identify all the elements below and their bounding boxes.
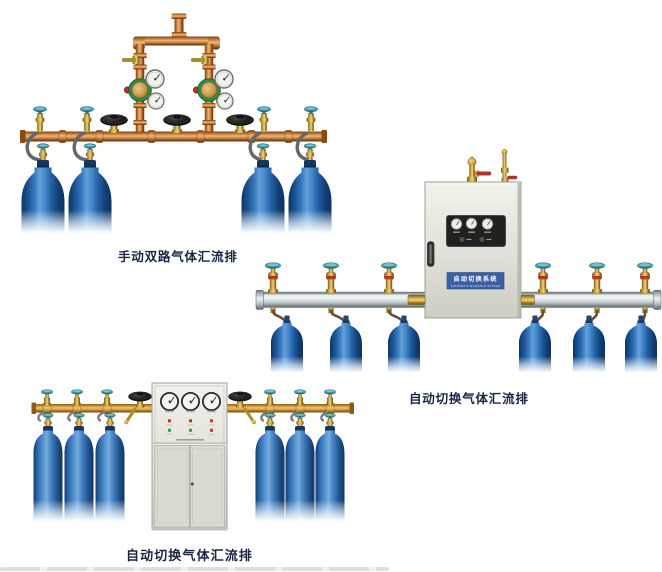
gauge (216, 92, 234, 110)
cylinder-valve (36, 143, 50, 161)
gas-cylinder (518, 320, 552, 375)
gas-cylinder (624, 320, 658, 375)
cylinder-valve (83, 143, 97, 161)
header-valve (32, 106, 48, 132)
cylinder-fitting (380, 262, 398, 294)
gas-cylinder (387, 320, 421, 375)
panel-knobs (459, 236, 492, 243)
gas-cylinder (287, 160, 333, 236)
pipe-stem-valve (40, 389, 54, 406)
header-valve (303, 106, 319, 132)
manifold-pipe-right (227, 404, 352, 413)
gas-cylinder (314, 426, 346, 524)
rail-end-cap (255, 289, 264, 310)
svg-text:AUTOMATIC MANIFOLD SYSTEM: AUTOMATIC MANIFOLD SYSTEM (451, 284, 501, 288)
pressure-regulator-right (193, 77, 222, 103)
pipe-stem-valve (323, 389, 337, 406)
cylinder-fitting (636, 262, 654, 294)
gas-cylinder (240, 160, 286, 236)
gauge (147, 92, 165, 110)
cylinder-valve (264, 412, 276, 429)
gauge (145, 69, 165, 89)
caption-auto-switch-wall: 自动切换气体汇流排 (409, 392, 529, 406)
connector-hose (67, 411, 76, 422)
hose (535, 309, 545, 322)
cabinet-gauges (159, 391, 221, 413)
hose (271, 309, 287, 322)
panel-gauge (450, 217, 494, 233)
control-cabinet: 自动切换系统 AUTOMATIC MANIFOLD SYSTEM (424, 181, 522, 319)
cylinder-fitting (588, 262, 606, 294)
gas-cylinder (20, 160, 66, 236)
bottom-divider (0, 566, 389, 571)
lever-left (122, 58, 136, 62)
connector-hose (320, 411, 329, 422)
inlet-pipe (174, 16, 184, 38)
hose (589, 309, 599, 322)
gas-cylinder (32, 426, 64, 524)
cabinet-top-valve-2 (501, 149, 518, 182)
valve-lever (125, 407, 137, 423)
lever-right (191, 58, 205, 62)
connector-hose (97, 411, 106, 422)
cylinder-fitting (322, 262, 340, 294)
gas-cylinder (94, 426, 126, 524)
pipe-stem-valve (263, 389, 277, 406)
gas-cylinder (572, 320, 606, 375)
pigtail-hose (25, 131, 43, 162)
cabinet-doors (154, 445, 225, 528)
figure-manual-dual-manifold (20, 13, 333, 236)
gas-cylinder (329, 320, 363, 375)
hose (387, 309, 404, 322)
gauge (214, 69, 234, 89)
rail-union (520, 294, 535, 305)
connector-hose (37, 411, 46, 422)
rail-end-cap (653, 289, 662, 310)
manifold-pipe-left (33, 404, 152, 413)
gas-cylinder (254, 426, 286, 524)
cylinder-valve (42, 412, 54, 429)
valve-lever (243, 407, 255, 423)
header-valve (79, 106, 95, 132)
cabinet-label: 自动切换系统 AUTOMATIC MANIFOLD SYSTEM (446, 272, 505, 290)
rail-union (407, 294, 426, 305)
gas-cylinder (270, 320, 304, 375)
handwheel-valve (100, 114, 128, 134)
pigtail-hose (248, 131, 266, 162)
indicator-lights (166, 419, 215, 435)
floor-cabinet (151, 382, 228, 531)
cylinder-fitting (264, 262, 282, 294)
cylinder-valve (324, 412, 336, 429)
pipe-stem-valve (293, 389, 307, 406)
cylinder-valve (294, 412, 306, 429)
svg-text:自动切换系统: 自动切换系统 (453, 275, 497, 283)
caption-manual-dual-manifold: 手动双路气体汇流排 (118, 250, 238, 264)
connector-hose (260, 411, 269, 422)
figure-auto-switch-floor-manifold (31, 382, 354, 531)
inlet-pipe-cap (171, 13, 187, 19)
pipe-stem-valve (100, 389, 114, 406)
caption-auto-switch-floor: 自动切换气体汇流排 (126, 548, 253, 563)
gas-cylinder (67, 160, 113, 236)
gas-cylinder (63, 426, 95, 524)
cylinder-valve (73, 412, 85, 429)
top-pipe (134, 36, 219, 46)
pigtail-hose (295, 131, 313, 162)
pigtail-hose (72, 131, 90, 162)
hose (329, 309, 346, 322)
cabinet-top-valve-1 (467, 156, 492, 182)
figure-auto-switch-wall-manifold: 自动切换系统 AUTOMATIC MANIFOLD SYSTEM (255, 149, 662, 375)
cylinder-valve (104, 412, 116, 429)
gas-cylinder (284, 426, 316, 524)
connector-hose (290, 411, 299, 422)
handwheel-valve (163, 114, 191, 134)
cylinder-fitting (534, 262, 552, 294)
header-valve (256, 106, 272, 132)
pipe-stem-valve (70, 389, 84, 406)
